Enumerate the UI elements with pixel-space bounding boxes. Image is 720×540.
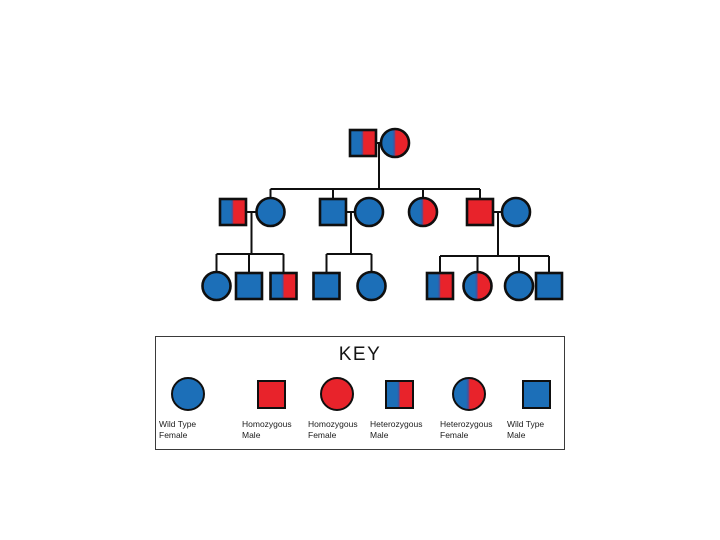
gen1-mother-het-female: [379, 127, 411, 159]
wild-type-female-icon: [171, 377, 205, 411]
gen2-son-b-wild-male: [318, 197, 348, 227]
gen2-wife-b-wild-female: [353, 196, 385, 228]
heterozygous-female-icon: [452, 377, 486, 411]
key-entry-label: Homozygous Male: [242, 419, 292, 440]
key-entry-heterozygous-male: Heterozygous Male: [367, 375, 431, 440]
heterozygous-male-icon: [384, 379, 414, 409]
key-legend-box: KEY Homozygous Male Homozygous Female He…: [155, 336, 565, 450]
key-entry-label: Homozygous Female: [308, 419, 358, 440]
gen2-husband-a-het-male: [218, 197, 248, 227]
key-entry-homozygous-male: Homozygous Male: [239, 375, 303, 440]
homozygous-female-icon: [320, 377, 354, 411]
homozygous-male-icon: [256, 379, 286, 409]
gen2-daughter-a-wild-female: [255, 196, 286, 228]
gen3-a3-het-male: [269, 271, 298, 301]
gen2-son-d-homo-male: [465, 197, 495, 227]
gen3-d2-het-female: [462, 270, 493, 302]
key-entry-label: Heterozygous Female: [440, 419, 493, 440]
gen3-a2-wild-male: [234, 271, 264, 301]
key-entry-wild-type-female: Wild Type Female: [156, 375, 220, 440]
key-entry-wild-type-male: Wild Type Male: [504, 375, 568, 440]
key-entry-label: Heterozygous Male: [370, 419, 423, 440]
gen3-d3-wild-female: [503, 270, 535, 302]
gen3-d1-het-male: [425, 271, 455, 301]
key-title: KEY: [338, 344, 382, 365]
gen3-d4-wild-male: [534, 271, 564, 301]
wild-type-male-icon: [521, 379, 551, 409]
key-entry-heterozygous-female: Heterozygous Female: [437, 375, 501, 440]
gen3-a1-wild-female: [201, 270, 232, 302]
gen1-father-het-male: [348, 128, 378, 158]
gen3-b2-wild-female: [356, 270, 387, 302]
gen2-daughter-c-het-female: [407, 196, 439, 228]
key-entry-label: Wild Type Male: [507, 419, 545, 440]
key-entry-label: Wild Type Female: [159, 419, 197, 440]
gen2-wife-d-wild-female: [500, 196, 532, 228]
gen3-b1-wild-male: [312, 271, 341, 301]
pedigree-individuals: [201, 127, 564, 302]
key-entry-homozygous-female: Homozygous Female: [305, 375, 369, 440]
